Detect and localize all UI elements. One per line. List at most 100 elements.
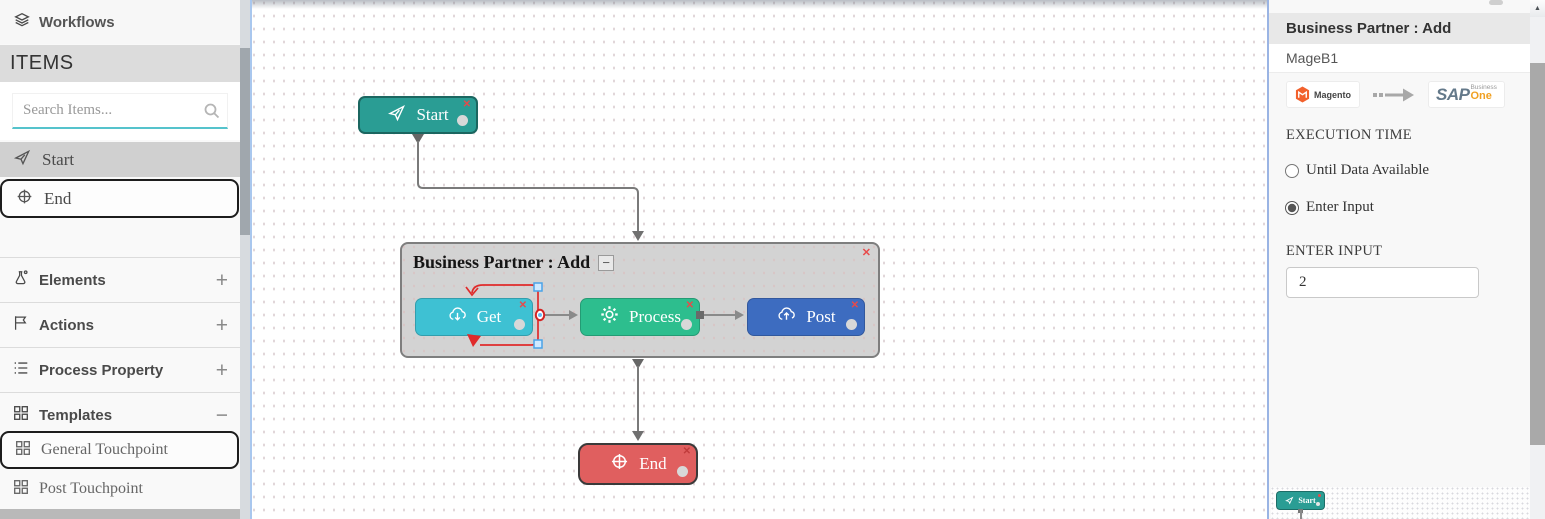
collapse-group-icon[interactable]: − <box>598 254 615 271</box>
canvas-top-shadow <box>252 0 1267 9</box>
execution-time-label: EXECUTION TIME <box>1286 127 1412 143</box>
delete-node-icon[interactable]: ✕ <box>462 99 471 110</box>
node-process-port[interactable] <box>681 319 692 330</box>
cloud-download-icon <box>447 304 468 330</box>
radio-until-data-available[interactable]: Until Data Available <box>1285 162 1429 179</box>
list-icon <box>12 359 30 382</box>
preview-port-dot <box>1316 502 1320 506</box>
node-process[interactable]: Process ✕ <box>580 298 700 336</box>
enter-input-label: ENTER INPUT <box>1286 243 1383 259</box>
expand-plus-icon[interactable]: + <box>215 358 228 382</box>
node-end[interactable]: End ✕ <box>578 443 698 485</box>
crosshair-icon <box>609 451 630 477</box>
node-get-label: Get <box>476 307 502 326</box>
preview-connector-line <box>1300 510 1302 519</box>
section-elements[interactable]: Elements + <box>0 257 240 302</box>
touchpoint-name: MageB1 <box>1269 44 1530 73</box>
workflow-preview[interactable]: Start <box>1271 487 1530 519</box>
search-input[interactable] <box>12 93 228 129</box>
template-general-touchpoint[interactable]: General Touchpoint <box>0 431 239 469</box>
items-header: ITEMS <box>0 45 240 82</box>
gear-icon <box>599 304 620 330</box>
items-title: ITEMS <box>10 52 74 74</box>
radio-input-until-data[interactable] <box>1285 163 1299 178</box>
delete-group-icon[interactable]: ✕ <box>861 247 871 259</box>
section-elements-label: Elements <box>39 271 106 289</box>
grid-icon <box>12 478 30 501</box>
search-icon <box>202 101 222 126</box>
enter-input-field[interactable] <box>1286 267 1479 298</box>
node-post[interactable]: Post ✕ <box>747 298 865 336</box>
palette-start-label: Start <box>42 149 75 169</box>
template-partial-row <box>0 509 240 519</box>
panel-scrollbar[interactable]: ▲ <box>1530 0 1545 519</box>
section-templates[interactable]: Templates − <box>0 392 240 437</box>
node-get[interactable]: Get ✕ <box>415 298 533 336</box>
workflows-label: Workflows <box>39 13 115 31</box>
layers-icon <box>13 11 31 34</box>
paper-plane-icon <box>13 148 32 172</box>
expand-plus-icon[interactable]: + <box>215 268 228 292</box>
node-start-label: Start <box>416 105 449 124</box>
node-process-label: Process <box>629 307 681 326</box>
delete-node-icon[interactable]: ✕ <box>850 300 859 311</box>
node-end-port[interactable] <box>677 466 688 477</box>
cloud-upload-icon <box>776 304 797 330</box>
grid-icon <box>14 439 32 462</box>
flask-icon <box>12 269 30 292</box>
radio-input-enter-input[interactable] <box>1285 200 1299 215</box>
paper-plane-icon <box>387 103 407 128</box>
scroll-up-icon[interactable]: ▲ <box>1530 0 1545 17</box>
palette-item-start[interactable]: Start <box>0 142 240 177</box>
preview-start-label: Start <box>1298 496 1316 505</box>
radio-enter-input[interactable]: Enter Input <box>1285 199 1374 216</box>
paper-plane-icon <box>1285 496 1294 505</box>
delete-node-icon[interactable]: ✕ <box>685 300 694 311</box>
node-start[interactable]: Start ✕ <box>358 96 478 134</box>
section-actions[interactable]: Actions + <box>0 302 240 347</box>
section-templates-label: Templates <box>39 406 113 424</box>
magento-label: Magento <box>1314 89 1351 100</box>
panel-scrollbar-thumb[interactable] <box>1530 63 1545 445</box>
workflows-header[interactable]: Workflows <box>0 0 240 44</box>
template-post-touchpoint[interactable]: Post Touchpoint <box>0 472 240 506</box>
node-post-port[interactable] <box>846 319 857 330</box>
sap-label: SAP <box>1436 84 1470 104</box>
sidebar: Workflows ITEMS Start End <box>0 0 240 519</box>
canvas-left-border <box>250 0 252 519</box>
panel-scroll-indicator <box>1489 0 1503 5</box>
sidebar-scrollbar-thumb[interactable] <box>240 48 250 235</box>
section-actions-label: Actions <box>39 316 95 334</box>
transfer-arrow-icon <box>1373 88 1414 101</box>
palette-end-label: End <box>44 188 72 208</box>
sidebar-scrollbar[interactable] <box>240 0 250 519</box>
magento-logo: Magento <box>1286 81 1360 108</box>
flag-icon <box>12 314 30 337</box>
template-general-label: General Touchpoint <box>41 441 168 458</box>
radio-until-data-label: Until Data Available <box>1306 162 1430 178</box>
sap-business-one-logo: SAP Business One <box>1428 81 1505 108</box>
group-title-text: Business Partner : Add <box>413 252 591 272</box>
sap-business-label: Business <box>1470 83 1497 91</box>
palette-item-end[interactable]: End <box>0 179 239 218</box>
node-end-label: End <box>639 454 667 473</box>
panel-title: Business Partner : Add <box>1269 13 1530 44</box>
properties-panel: Business Partner : Add MageB1 Magento SA… <box>1267 0 1530 519</box>
preview-delete-dot <box>1318 494 1321 497</box>
sap-one-label: One <box>1470 90 1492 103</box>
radio-enter-input-label: Enter Input <box>1306 199 1374 215</box>
delete-node-icon[interactable]: ✕ <box>518 300 527 311</box>
section-process-property[interactable]: Process Property + <box>0 347 240 392</box>
preview-start-node[interactable]: Start <box>1276 491 1325 510</box>
template-post-label: Post Touchpoint <box>39 480 143 497</box>
expand-plus-icon[interactable]: + <box>215 313 228 337</box>
magento-icon <box>1295 86 1310 103</box>
group-title: Business Partner : Add − <box>413 252 615 273</box>
group-business-partner-add[interactable]: Business Partner : Add − ✕ Get ✕ Process… <box>400 242 880 358</box>
node-get-port[interactable] <box>514 319 525 330</box>
delete-node-icon[interactable]: ✕ <box>682 446 691 457</box>
node-post-label: Post <box>806 307 836 326</box>
collapse-minus-icon[interactable]: − <box>215 403 228 427</box>
node-start-port[interactable] <box>457 115 468 126</box>
section-process-property-label: Process Property <box>39 361 164 379</box>
